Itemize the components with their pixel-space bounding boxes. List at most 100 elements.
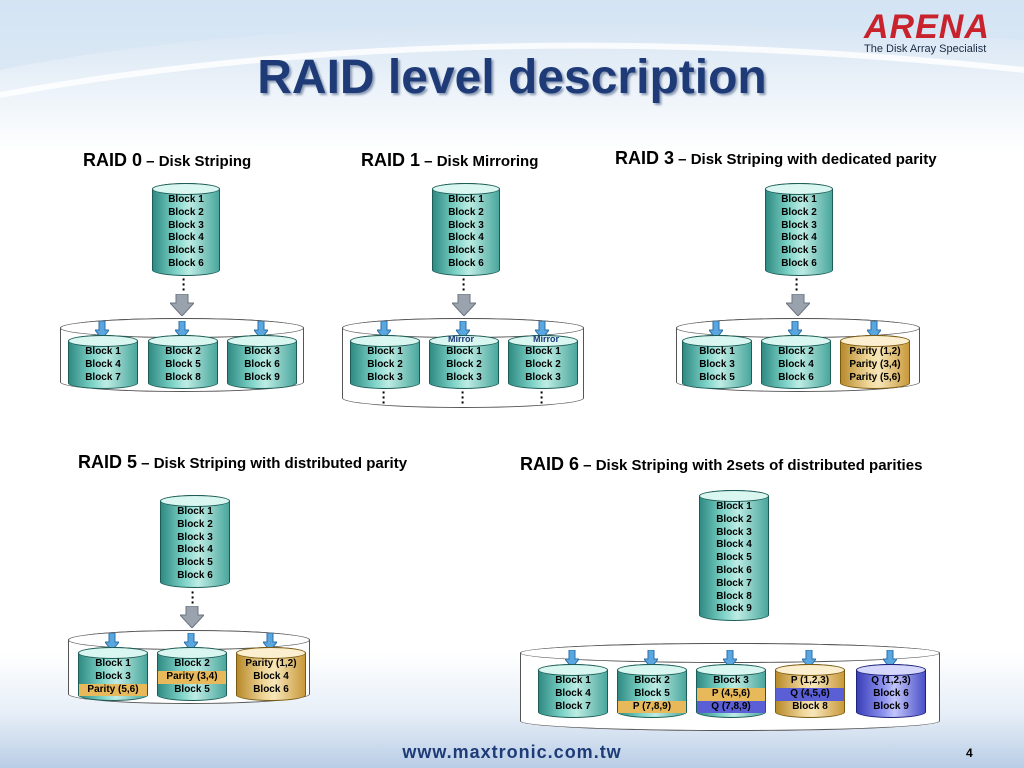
- disk-rows: Parity (1,2)Parity (3,4)Parity (5,6): [841, 346, 909, 384]
- block-label: Block 2: [448, 206, 484, 218]
- block-label: Parity (1,2): [245, 658, 297, 669]
- block-label: Parity (3,4): [849, 358, 901, 370]
- disk-cap: [429, 335, 499, 347]
- raid3-member-disk: Parity (1,2)Parity (3,4)Parity (5,6): [840, 335, 910, 390]
- block-label: Block 9: [716, 603, 752, 615]
- block-label: Block 3: [367, 371, 403, 383]
- raid6-label: RAID 6 – Disk Striping with 2sets of dis…: [520, 454, 922, 475]
- block-label: Block 4: [168, 232, 204, 244]
- block-label: Block 1: [448, 194, 484, 205]
- disk-cap: [160, 495, 230, 507]
- block-label: Block 2: [174, 658, 210, 669]
- raid0-level: RAID 0: [83, 150, 143, 170]
- raid3-down-arrow: [786, 294, 810, 316]
- brand-logo: ARENA The Disk Array Specialist: [864, 10, 1014, 55]
- logo-wordmark: ARENA: [864, 8, 990, 46]
- disk-cap: [236, 647, 306, 659]
- block-label: Block 7: [555, 700, 591, 712]
- block-label: Block 2: [446, 358, 482, 370]
- block-label: Block 6: [253, 683, 289, 695]
- block-label: Block 5: [634, 687, 670, 699]
- block-label: Block 2: [525, 358, 561, 370]
- disk-cap: [78, 647, 148, 659]
- block-label: Block 1: [555, 675, 591, 686]
- raid6-level: RAID 6: [520, 454, 580, 474]
- raid3-continuation-dots: ···: [794, 271, 800, 297]
- block-label: Block 1: [177, 506, 213, 517]
- block-label: Block 4: [177, 544, 213, 556]
- disk-cap: [856, 664, 926, 676]
- block-label: Block 2: [168, 206, 204, 218]
- block-label: P (7,8,9): [618, 700, 686, 714]
- block-label: Block 6: [244, 358, 280, 370]
- raid1-disk-dots: ···: [539, 384, 545, 410]
- block-label: Block 6: [168, 257, 204, 269]
- block-label: Block 4: [716, 539, 752, 551]
- block-label: Block 1: [95, 658, 131, 669]
- disk-cap: [840, 335, 910, 347]
- disk-cap: [157, 647, 227, 659]
- disk-cap: [432, 183, 500, 195]
- block-label: Block 1: [525, 346, 561, 357]
- disk-cap: [682, 335, 752, 347]
- raid0-desc: – Disk Striping: [142, 153, 252, 170]
- block-label: Block 1: [781, 194, 817, 205]
- block-label: Block 3: [446, 371, 482, 383]
- disk-cap: [617, 664, 687, 676]
- block-label: Block 4: [778, 358, 814, 370]
- block-label: Block 3: [244, 346, 280, 357]
- block-label: Block 3: [525, 371, 561, 383]
- raid5-label: RAID 5 – Disk Striping with distributed …: [78, 452, 407, 473]
- block-label: Block 8: [792, 700, 828, 712]
- block-label: Block 5: [165, 358, 201, 370]
- block-label: Block 1: [85, 346, 121, 357]
- raid6-desc: – Disk Striping with 2sets of distribute…: [579, 457, 923, 474]
- block-label: Block 2: [716, 513, 752, 525]
- block-label: P (1,2,3): [790, 675, 830, 686]
- block-label: Block 3: [716, 526, 752, 538]
- block-label: Block 1: [367, 346, 403, 357]
- block-label: Block 4: [781, 232, 817, 244]
- raid3-desc: – Disk Striping with dedicated parity: [674, 151, 937, 168]
- block-label: Block 5: [174, 683, 210, 695]
- block-label: Block 9: [873, 700, 909, 712]
- disk-cap: [227, 335, 297, 347]
- block-label: Block 5: [699, 371, 735, 383]
- block-label: Block 3: [448, 219, 484, 231]
- block-label: Block 3: [168, 219, 204, 231]
- disk-cap: [775, 664, 845, 676]
- block-label: Block 2: [634, 675, 670, 686]
- block-label: Block 6: [448, 257, 484, 269]
- raid5-level: RAID 5: [78, 452, 138, 472]
- disk-cap: [538, 664, 608, 676]
- block-label: Block 2: [165, 346, 201, 357]
- block-label: Parity (1,2): [849, 346, 901, 357]
- block-label: Block 5: [716, 552, 752, 564]
- disk-cap: [765, 183, 833, 195]
- disk-cap: [350, 335, 420, 347]
